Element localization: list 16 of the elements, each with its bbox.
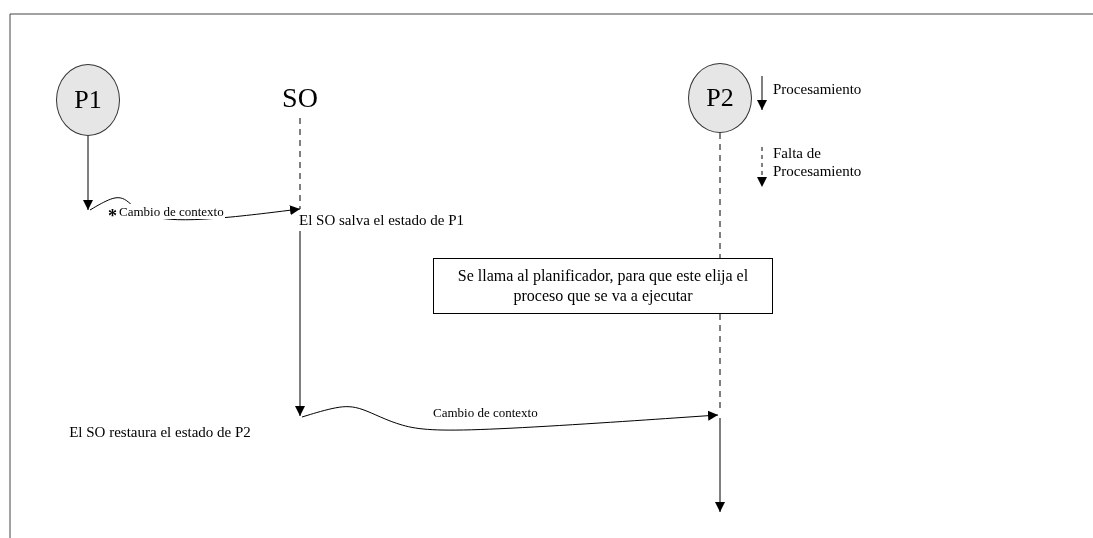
edge-label: Cambio de contexto [432,405,539,420]
context-switch-arrow [301,406,719,431]
event-text: El SO restaura el estado de P2 [68,423,252,441]
legend-text: Procesamiento [773,80,863,98]
event-text: El SO salva el estado de P1 [299,211,465,229]
arrow [295,230,305,417]
note-box: Se llama al planificador, para que este elija el proceso que se va a ejecutar [433,258,773,314]
lifeline-title: SO [281,82,319,114]
process-circle: P2 [688,63,752,133]
dashed-lifeline [719,132,721,259]
arrow [83,135,93,211]
legend-text: Falta de Procesamiento [773,144,863,180]
dashed-lifeline [299,117,301,210]
edge-label: Cambio de contexto [118,204,225,219]
asterisk-mark: * [108,209,117,223]
process-circle: P1 [56,64,120,136]
